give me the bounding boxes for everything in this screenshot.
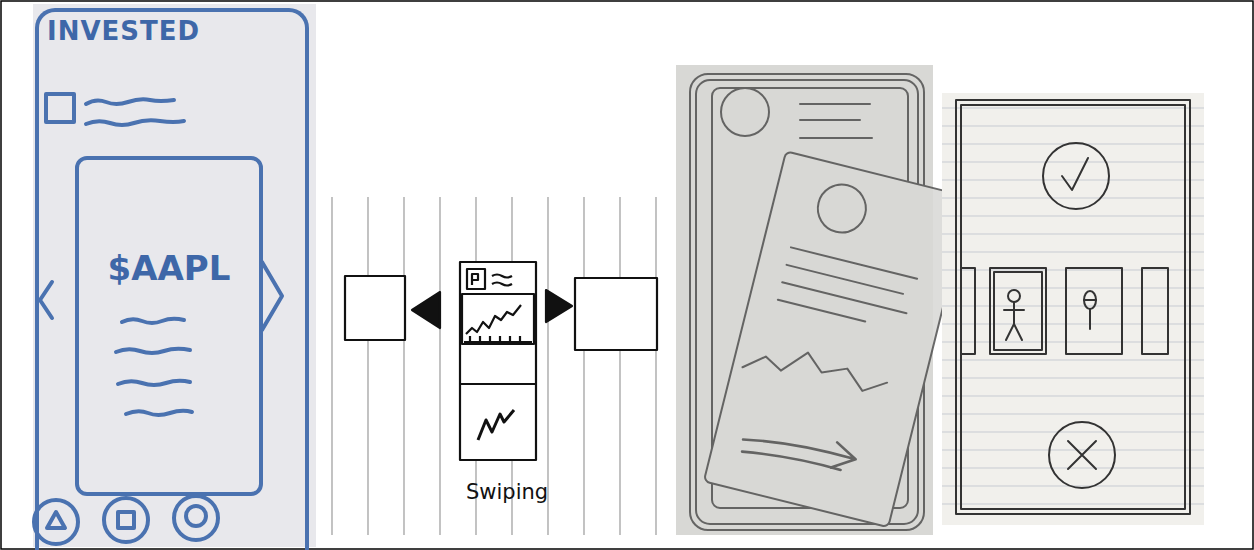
chart-axis (464, 336, 532, 344)
chart-box (462, 294, 534, 344)
pencil-strokes (956, 100, 1190, 514)
rule-line (942, 162, 1204, 163)
right-chevron (262, 262, 282, 330)
rule-line (942, 306, 1204, 307)
pen-strokes (345, 262, 657, 460)
stick-figure (1004, 302, 1024, 340)
avatar-circle (813, 179, 871, 237)
rule-line (942, 450, 1204, 451)
center-card (460, 262, 536, 384)
swipe-arrow (740, 420, 858, 479)
profile-card (990, 268, 1046, 354)
panel-one (33, 4, 316, 547)
avatar-oval (1084, 300, 1096, 329)
text-scribble (86, 120, 184, 125)
text-scribble (118, 381, 190, 385)
panel-two (322, 197, 664, 535)
rule-line (367, 197, 368, 535)
rule-line (942, 324, 1204, 325)
logo-box (467, 269, 485, 289)
paper-background (942, 93, 1204, 525)
panel-four (942, 93, 1204, 525)
profile-card (1142, 268, 1168, 354)
avatar-square (46, 94, 74, 122)
text-lines (778, 247, 917, 331)
stick-figure (1008, 290, 1020, 302)
paper-background (322, 197, 664, 535)
stock-card: $AAPL (75, 156, 263, 496)
cross-mark (1068, 441, 1096, 469)
rule-line (942, 396, 1204, 397)
rule-line (942, 378, 1204, 379)
phone-frame: INVESTED $AAPL (35, 8, 309, 550)
tilted-card (704, 151, 971, 527)
paper-rules (332, 197, 656, 535)
rule-line (942, 198, 1204, 199)
rule-line (942, 342, 1204, 343)
rule-line (942, 126, 1204, 127)
left-card (345, 276, 405, 340)
paper-background (33, 4, 316, 547)
rule-line (942, 504, 1204, 505)
nav-button (174, 496, 218, 540)
text-scribble (86, 99, 174, 104)
lower-card (460, 384, 536, 460)
rule-line (403, 197, 404, 535)
rule-line (942, 252, 1204, 253)
profile-card (1066, 268, 1122, 354)
zigzag-arrow (478, 410, 514, 440)
rule-line (619, 197, 620, 535)
rule-line (331, 197, 332, 535)
panel-three (676, 65, 970, 535)
logo-glyph (472, 274, 478, 285)
rule-line (942, 360, 1204, 361)
paper-rules (942, 108, 1204, 504)
profile-card-inner (994, 272, 1042, 350)
text-scribble (116, 349, 190, 353)
rule-line (942, 180, 1204, 181)
text-scribble (126, 411, 192, 415)
accept-button (1043, 143, 1109, 209)
rule-line (942, 468, 1204, 469)
mountain-chart (743, 338, 890, 402)
rule-line (942, 270, 1204, 271)
front-card (704, 151, 971, 527)
phone-outline (956, 100, 1190, 514)
text-scribble (492, 275, 512, 286)
rule-line (942, 414, 1204, 415)
check-mark (1062, 158, 1088, 190)
avatar-circle (721, 88, 769, 136)
nav-button (34, 500, 78, 544)
swipe-left-arrow (412, 292, 440, 328)
swipe-right-arrow (546, 290, 572, 322)
nav-icon (47, 512, 65, 528)
text-scribble (122, 319, 184, 323)
rule-line (942, 234, 1204, 235)
stock-ticker: $AAPL (79, 248, 259, 288)
left-chevron (40, 282, 52, 318)
right-card (575, 278, 657, 350)
rule-line (942, 216, 1204, 217)
rule-line (583, 197, 584, 535)
sketch-caption: Swiping (466, 480, 548, 504)
profile-card (961, 268, 975, 354)
nav-button (104, 498, 148, 542)
nav-icon (186, 506, 206, 526)
rule-line (942, 288, 1204, 289)
text-lines (800, 104, 872, 138)
reject-button (1049, 422, 1115, 488)
app-title: INVESTED (47, 16, 200, 46)
rule-line (439, 197, 440, 535)
rule-line (942, 108, 1204, 109)
rule-line (655, 197, 656, 535)
rule-line (942, 432, 1204, 433)
phone-outline (961, 105, 1185, 509)
marker-strokes (34, 94, 282, 544)
nav-icon (118, 512, 134, 528)
pencil-strokes (690, 74, 970, 530)
chart-line (466, 305, 521, 334)
